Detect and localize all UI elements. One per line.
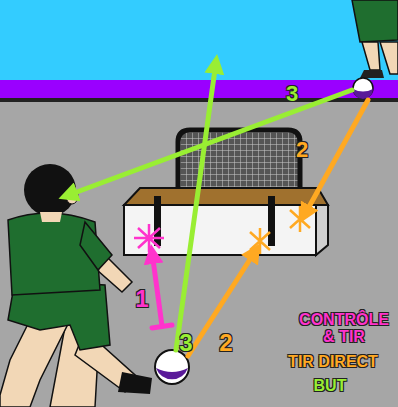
callout-number: 2 [292,138,312,161]
callout-number: 1 [132,286,152,311]
mini-goal [178,130,300,195]
impact-burst [134,224,164,252]
wall-edge [0,98,398,102]
callout-number: 3 [176,330,196,355]
player-left [0,164,152,407]
sky [0,0,398,80]
bench [124,188,328,255]
ball-top [353,78,373,99]
impact-burst [250,206,310,254]
callout-number: 3 [282,82,302,105]
legend-text: TIR DIRECT [270,354,396,371]
player-top [352,0,398,78]
legend-text: BUT [290,378,370,395]
legend-text: CONTRÔLE & TIR [292,312,396,346]
callout-number: 2 [216,330,236,355]
